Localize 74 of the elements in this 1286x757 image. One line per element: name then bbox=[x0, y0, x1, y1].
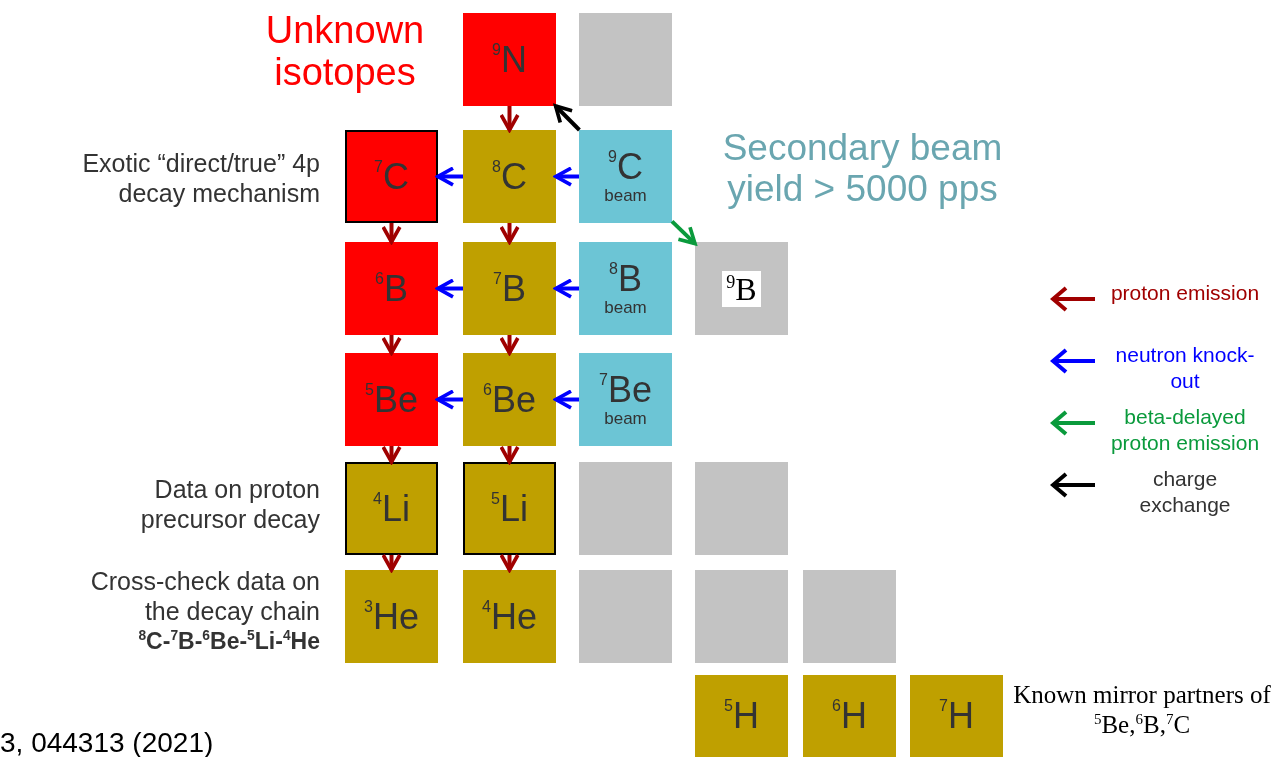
isotope-symbol: $^{4}$Li bbox=[373, 490, 410, 527]
isotope-symbol: $^{5}$Li bbox=[491, 490, 528, 527]
isotope-symbol: $^{9}$C bbox=[608, 149, 643, 185]
arrow bbox=[381, 223, 402, 244]
isotope-cell bbox=[463, 570, 556, 663]
isotope-symbol: $^{8}$C bbox=[492, 158, 527, 195]
legend-text: beta-delayed proton emission bbox=[1109, 404, 1261, 457]
arrow bbox=[381, 445, 402, 464]
annotation-text: Known mirror partners of $^{5}$Be,$^{6}$B,$^{7}$C bbox=[1012, 680, 1272, 740]
legend-text: neutron knock-out bbox=[1114, 342, 1256, 395]
heading-label: Unknown isotopes bbox=[264, 10, 426, 94]
isotope-symbol: $^{9}$N bbox=[492, 41, 527, 78]
arrow bbox=[499, 106, 520, 132]
isotope-cell bbox=[463, 242, 556, 335]
arrow bbox=[554, 389, 579, 410]
empty-isotope-cell bbox=[695, 570, 788, 663]
beam-label: beam bbox=[604, 410, 647, 427]
isotope-cell bbox=[695, 675, 788, 757]
isotope-cell bbox=[803, 675, 896, 757]
isotope-symbol: $^{3}$He bbox=[364, 598, 419, 635]
isotope-cell bbox=[463, 462, 556, 555]
empty-isotope-cell bbox=[579, 13, 672, 106]
annotation-text: Exotic “direct/true” 4p decay mechanism bbox=[81, 148, 320, 208]
isotope-symbol: $^{7}$B bbox=[493, 270, 526, 307]
arrow bbox=[554, 278, 579, 299]
empty-isotope-cell bbox=[803, 570, 896, 663]
isotope-cell bbox=[345, 242, 438, 335]
arrow bbox=[554, 166, 579, 187]
arrow bbox=[436, 166, 463, 187]
arrow bbox=[436, 389, 463, 410]
legend-text: charge exchange bbox=[1138, 466, 1232, 519]
isotope-symbol: $^{4}$He bbox=[482, 598, 537, 635]
arrow bbox=[670, 219, 697, 246]
legend-text: proton emission bbox=[1110, 280, 1260, 306]
arrow bbox=[499, 553, 520, 572]
isotope-cell bbox=[345, 353, 438, 446]
arrow bbox=[381, 335, 402, 355]
isotope-cell bbox=[579, 130, 672, 223]
isotope-symbol: $^{7}$Be bbox=[599, 372, 652, 408]
isotope-cell bbox=[345, 130, 438, 223]
beam-label: beam bbox=[604, 299, 647, 316]
arrow bbox=[499, 445, 520, 464]
isotope-cell bbox=[695, 242, 788, 335]
isotope-symbol: $^{9}$B bbox=[722, 270, 761, 307]
arrow bbox=[499, 335, 520, 355]
isotope-symbol: $^{7}$C bbox=[374, 158, 409, 195]
annotation-text: Cross-check data on the decay chain bbox=[89, 566, 320, 626]
arrow bbox=[553, 104, 581, 132]
isotope-symbol: $^{8}$B bbox=[609, 261, 642, 297]
isotope-symbol: $^{5}$Be bbox=[365, 381, 418, 418]
isotope-cell bbox=[345, 570, 438, 663]
heading-label: Secondary beam yield > 5000 pps bbox=[721, 128, 1004, 210]
beam-label: beam bbox=[604, 187, 647, 204]
isotope-cell bbox=[463, 130, 556, 223]
empty-isotope-cell bbox=[579, 462, 672, 555]
annotation-text: Data on proton precursor decay bbox=[139, 474, 320, 534]
isotope-cell bbox=[345, 462, 438, 555]
arrow bbox=[499, 223, 520, 244]
isotope-cell bbox=[463, 13, 556, 106]
isotope-symbol: $^{5}$H bbox=[724, 698, 759, 734]
isotope-cell bbox=[579, 353, 672, 446]
isotope-symbol: $^{6}$Be bbox=[483, 381, 536, 418]
isotope-symbol: $^{7}$H bbox=[939, 698, 974, 734]
empty-isotope-cell bbox=[695, 462, 788, 555]
arrow bbox=[381, 553, 402, 572]
arrow bbox=[436, 278, 463, 299]
empty-isotope-cell bbox=[579, 570, 672, 663]
isotope-cell bbox=[910, 675, 1003, 757]
isotope-cell bbox=[579, 242, 672, 335]
isotope-symbol: $^{6}$H bbox=[832, 698, 867, 734]
citation-text: 3, 044313 (2021) bbox=[0, 726, 215, 757]
decay-chain-label: $^{8}$C-$^{7}$B-$^{6}$Be-$^{5}$Li-$^{4}$He bbox=[137, 628, 320, 656]
isotope-symbol: $^{6}$B bbox=[375, 270, 408, 307]
isotope-cell bbox=[463, 353, 556, 446]
